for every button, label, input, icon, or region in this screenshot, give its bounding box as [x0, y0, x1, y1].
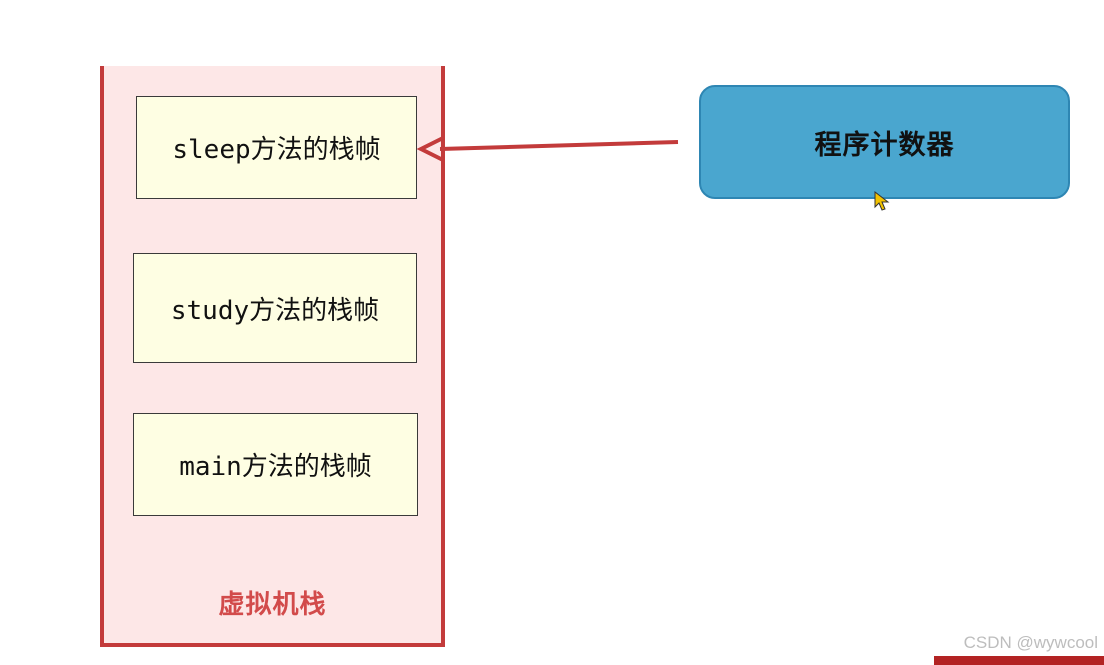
- stack-frame-label: sleep方法的栈帧: [172, 135, 381, 165]
- arrow-line: [439, 140, 679, 151]
- vm-stack-label: 虚拟机栈: [218, 590, 327, 620]
- stack-frame-sleep: sleep方法的栈帧: [136, 96, 417, 199]
- mouse-cursor-icon: [874, 191, 890, 211]
- watermark: CSDN @wywcool: [963, 633, 1098, 652]
- program-counter-box: 程序计数器: [699, 85, 1070, 199]
- stack-frame-label: main方法的栈帧: [179, 452, 372, 482]
- stack-frame-study: study方法的栈帧: [133, 253, 417, 363]
- stack-frame-label: study方法的栈帧: [170, 295, 380, 326]
- bottom-strip: [934, 656, 1104, 665]
- program-counter-label: 程序计数器: [814, 129, 955, 161]
- stack-frame-main: main方法的栈帧: [133, 413, 418, 516]
